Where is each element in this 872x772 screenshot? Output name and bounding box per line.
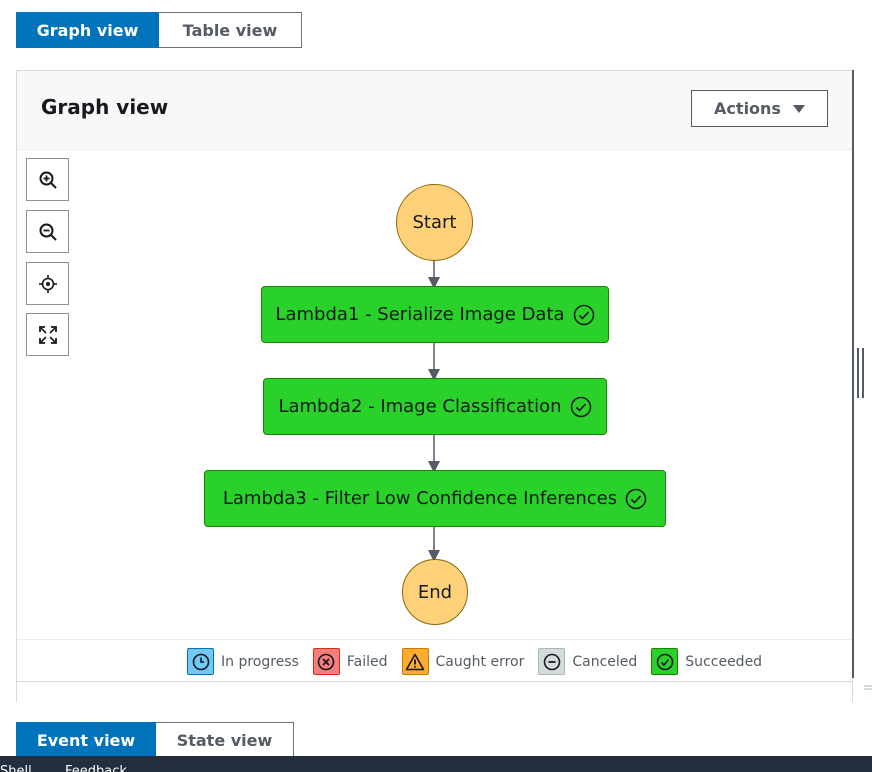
graph-edges — [428, 260, 440, 562]
center-graph-button[interactable] — [26, 262, 69, 305]
step-node-2[interactable]: Lambda2 - Image Classification — [263, 378, 607, 435]
step-label: Lambda2 - Image Classification — [278, 396, 562, 417]
check-circle-icon — [656, 653, 674, 670]
step-node-1[interactable]: Lambda1 - Serialize Image Data — [261, 286, 609, 343]
step-label: Lambda3 - Filter Low Confidence Inferenc… — [222, 488, 618, 509]
bottom-view-tabs: Event view State view — [16, 722, 294, 758]
top-view-tabs: Graph view Table view — [16, 12, 302, 48]
legend-label: Succeeded — [685, 653, 763, 670]
canceled-swatch — [538, 648, 566, 675]
legend-item-succeeded: Succeeded — [651, 648, 762, 675]
resize-handle[interactable] — [857, 348, 864, 398]
zoom-out-icon — [39, 223, 57, 241]
split-divider — [852, 70, 854, 678]
center-icon — [38, 274, 57, 293]
clock-icon — [192, 653, 209, 670]
resize-grip-icon[interactable] — [864, 684, 872, 692]
step-node-3[interactable]: Lambda3 - Filter Low Confidence Inferenc… — [204, 470, 666, 527]
panel-header: Graph view Actions — [17, 71, 852, 150]
zoom-in-icon — [39, 171, 57, 189]
legend-item-caught-error: Caught error — [401, 648, 525, 675]
legend-label: Caught error — [435, 653, 525, 670]
start-label: Start — [412, 212, 457, 233]
end-label: End — [417, 581, 453, 603]
workflow-graph: Start Lambda1 - Serialize Image Data Lam… — [17, 71, 852, 631]
legend-label: Canceled — [572, 653, 638, 670]
end-node[interactable]: End — [402, 559, 468, 625]
status-legend: In progress Failed — [187, 648, 776, 675]
caught-error-swatch — [401, 648, 429, 675]
caret-down-icon — [792, 104, 805, 113]
zoom-in-button[interactable] — [26, 158, 69, 201]
legend-label: Failed — [346, 653, 388, 670]
warning-icon — [405, 653, 425, 670]
start-node[interactable]: Start — [396, 184, 473, 261]
actions-button[interactable]: Actions — [691, 90, 828, 127]
legend-label: In progress — [221, 653, 299, 670]
panel-footer — [17, 681, 852, 702]
fit-to-screen-button[interactable] — [26, 313, 69, 356]
state-view-tab[interactable]: State view — [156, 722, 294, 758]
graph-panel: Graph view Actions — [16, 70, 853, 702]
table-view-tab[interactable]: Table view — [159, 12, 302, 48]
shell-link[interactable]: Shell — [0, 764, 32, 772]
legend-item-failed: Failed — [312, 648, 388, 675]
legend-item-canceled: Canceled — [538, 648, 637, 675]
in-progress-swatch — [187, 648, 214, 675]
fit-to-screen-icon — [38, 325, 57, 344]
graph-view-tab[interactable]: Graph view — [16, 12, 159, 48]
check-circle-icon — [625, 488, 647, 509]
succeeded-swatch — [651, 648, 679, 675]
feedback-link[interactable]: Feedback — [65, 764, 127, 772]
step-label: Lambda1 - Serialize Image Data — [275, 304, 565, 325]
zoom-out-button[interactable] — [26, 210, 69, 253]
failed-swatch — [312, 648, 340, 675]
legend-item-in-progress: In progress — [187, 648, 299, 675]
minus-circle-icon — [543, 653, 561, 670]
actions-label: Actions — [714, 99, 781, 118]
status-legend-bar: In progress Failed — [17, 639, 852, 682]
console-footer-bar: Shell Feedback — [0, 756, 872, 772]
check-circle-icon — [570, 396, 591, 417]
x-circle-icon — [318, 653, 335, 670]
panel-title: Graph view — [41, 95, 169, 119]
check-circle-icon — [573, 304, 594, 325]
event-view-tab[interactable]: Event view — [16, 722, 156, 758]
